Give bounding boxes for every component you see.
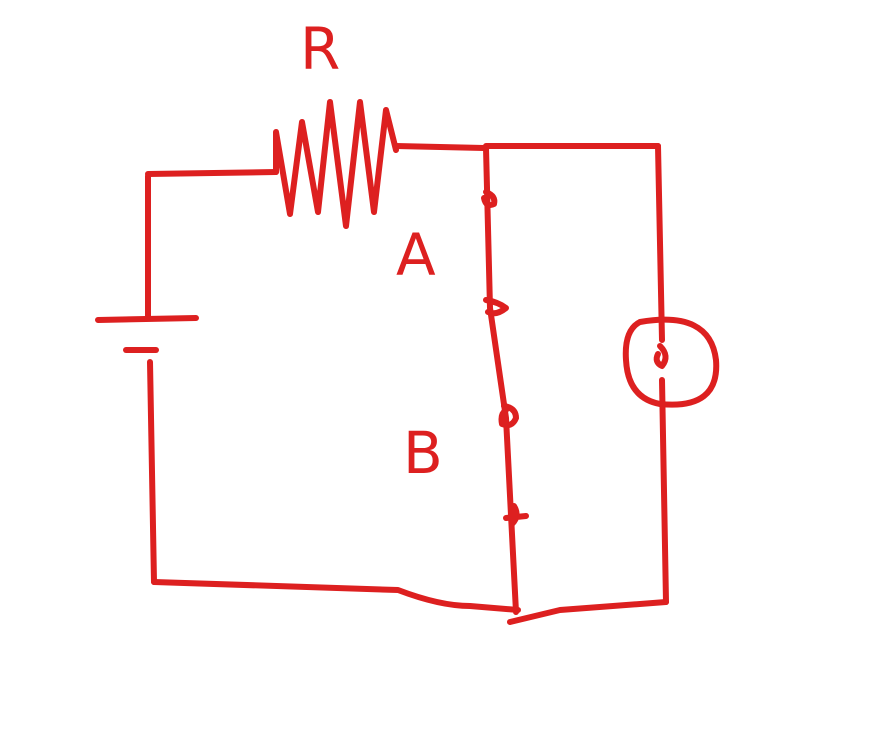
terminal-a-bottom <box>483 297 509 317</box>
wire-bottom <box>151 579 521 613</box>
wire-right-lower <box>659 377 669 605</box>
terminal-b-label: B <box>403 419 443 487</box>
wire-left-lower <box>147 359 157 585</box>
terminal-b-top <box>498 403 519 429</box>
battery-long-plate <box>95 315 199 323</box>
terminal-a-label: A <box>396 221 436 289</box>
wire-right-upper <box>655 143 665 343</box>
meter-circle <box>622 316 720 408</box>
wire-resistor-to-junction <box>393 143 487 151</box>
wire-middle-branch <box>483 145 519 615</box>
meter-symbol <box>653 343 669 369</box>
wire-top-left <box>145 169 279 177</box>
resistor-label: R <box>300 15 341 83</box>
wire-bottom-right <box>507 599 669 625</box>
terminal-b-bottom <box>503 503 529 527</box>
resistor-zigzag <box>273 99 399 229</box>
circuit-wires <box>95 99 720 625</box>
terminal-a-top <box>481 189 498 209</box>
